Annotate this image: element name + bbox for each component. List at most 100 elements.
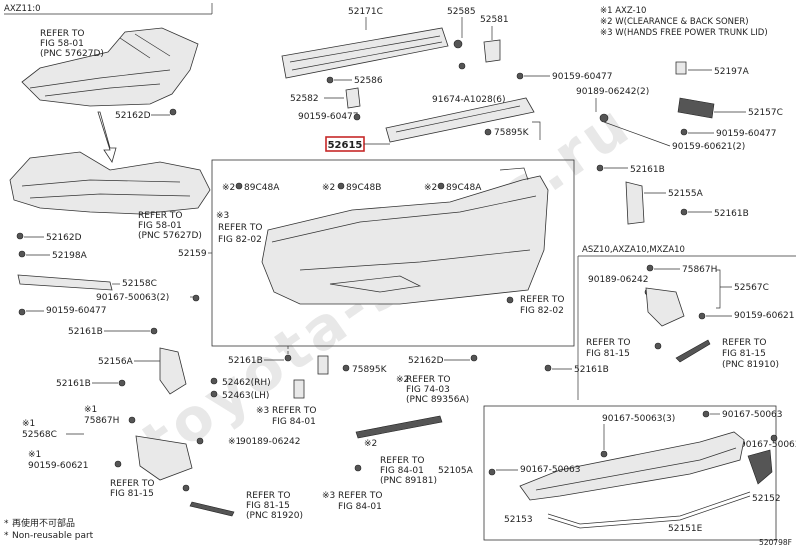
marker-n2-b: ※2: [322, 183, 335, 193]
part-89C48A-b[interactable]: 89C48A: [446, 183, 482, 193]
part-90167-50063-b[interactable]: 90167-50063: [740, 440, 796, 450]
part-52151E[interactable]: 52151E: [668, 524, 703, 534]
part-52463-lh[interactable]: 52463(LH): [222, 391, 269, 401]
bumper-cover-illustration: [261, 167, 549, 305]
svg-text:FIG 82-02: FIG 82-02: [520, 306, 564, 316]
model-label-right-box: ASZ10,AXZA10,MXZA10: [582, 245, 685, 255]
part-89C48B[interactable]: 89C48B: [346, 183, 381, 193]
part-90159-60477-a[interactable]: 90159-60477: [46, 306, 107, 316]
svg-text:FIG 58-01: FIG 58-01: [40, 39, 84, 49]
svg-text:REFER TO: REFER TO: [380, 456, 425, 466]
svg-text:FIG 58-01: FIG 58-01: [138, 221, 182, 231]
note-3: ※3 W(HANDS FREE POWER TRUNK LID): [600, 28, 768, 38]
part-90167-50063-c[interactable]: 90167-50063: [520, 465, 581, 475]
part-52586[interactable]: 52586: [354, 76, 383, 86]
part-52171C[interactable]: 52171C: [348, 7, 383, 17]
svg-text:FIG 81-15: FIG 81-15: [246, 501, 290, 511]
svg-text:REFER TO: REFER TO: [110, 479, 155, 489]
part-91674[interactable]: 91674-A1028(6): [432, 95, 506, 105]
marker-n2-c: ※2: [424, 183, 437, 193]
svg-text:REFER TO: REFER TO: [722, 338, 767, 348]
part-90159-60621-b[interactable]: 90159-60621: [734, 311, 795, 321]
part-52462-rh[interactable]: 52462(RH): [222, 378, 271, 388]
part-90159-60477-d[interactable]: 90159-60477: [716, 129, 777, 139]
ref-fig82-a[interactable]: REFER TO FIG 82-02: [218, 223, 263, 245]
ref-fig74[interactable]: REFER TO FIG 74-03 (PNC 89356A): [406, 375, 469, 405]
part-90189-06242-b[interactable]: 90189-06242: [588, 275, 649, 285]
svg-text:(PNC 57627D): (PNC 57627D): [40, 49, 104, 59]
part-90167-50063-2[interactable]: 90167-50063(2): [96, 293, 169, 303]
part-52161B-c[interactable]: 52161B: [630, 165, 665, 175]
ref-fig84-c[interactable]: REFER TO FIG 84-01: [338, 491, 383, 512]
svg-text:REFER TO: REFER TO: [138, 211, 183, 221]
figure-number: 520798F: [759, 538, 792, 547]
part-52161B-e[interactable]: 52161B: [228, 356, 263, 366]
marker-n3-a: ※3: [216, 211, 229, 221]
part-52161B-a[interactable]: 52161B: [68, 327, 103, 337]
part-52158C[interactable]: 52158C: [122, 279, 157, 289]
ref-fig81-a[interactable]: REFER TO FIG 81-15: [586, 338, 631, 359]
part-52615-highlight[interactable]: 52615: [328, 140, 363, 151]
ref-fig58-b[interactable]: REFER TO FIG 58-01 (PNC 57627D): [138, 211, 202, 241]
part-52161B-d[interactable]: 52161B: [714, 209, 749, 219]
model-label-top-left: AXZ11:0: [4, 4, 41, 14]
part-52581[interactable]: 52581: [480, 15, 509, 25]
part-52585[interactable]: 52585: [447, 7, 476, 17]
svg-text:FIG 84-01: FIG 84-01: [338, 502, 382, 512]
part-90159-60621-a[interactable]: 90159-60621: [28, 461, 89, 471]
part-52162D-b[interactable]: 52162D: [46, 233, 82, 243]
ref-fig84-b[interactable]: REFER TO FIG 84-01 (PNC 89181): [380, 456, 437, 486]
part-75895K-b[interactable]: 75895K: [352, 365, 388, 375]
footer-reuse-en: Non-reusable part: [12, 531, 94, 541]
part-52162D-c[interactable]: 52162D: [408, 356, 444, 366]
footer-reuse-mark: *: [4, 519, 9, 529]
part-75895K-a[interactable]: 75895K: [494, 128, 530, 138]
part-52155A[interactable]: 52155A: [668, 189, 704, 199]
ref-fig81-d[interactable]: REFER TO FIG 81-15 (PNC 81920): [246, 491, 303, 521]
part-52153[interactable]: 52153: [504, 515, 533, 525]
part-52197A[interactable]: 52197A: [714, 67, 750, 77]
marker-n2-a: ※2: [222, 183, 235, 193]
svg-text:REFER TO: REFER TO: [218, 223, 263, 233]
part-52161B-f[interactable]: 52161B: [574, 365, 609, 375]
part-52105A[interactable]: 52105A: [438, 466, 474, 476]
part-52567C[interactable]: 52567C: [734, 283, 769, 293]
part-52159[interactable]: 52159: [178, 249, 207, 259]
svg-text:(PNC 89356A): (PNC 89356A): [406, 395, 469, 405]
part-90189-06242-a[interactable]: 90189-06242: [240, 437, 301, 447]
svg-text:REFER TO: REFER TO: [338, 491, 383, 501]
marker-n1-d: ※1: [228, 437, 241, 447]
part-90167-50063-3[interactable]: 90167-50063(3): [602, 414, 675, 424]
note-2: ※2 W(CLEARANCE & BACK SONER): [600, 17, 749, 27]
svg-text:FIG 74-03: FIG 74-03: [406, 385, 450, 395]
ref-fig84-a[interactable]: REFER TO FIG 84-01: [272, 406, 317, 427]
svg-text:(PNC 81920): (PNC 81920): [246, 511, 303, 521]
part-52156A[interactable]: 52156A: [98, 357, 134, 367]
svg-text:FIG 84-01: FIG 84-01: [380, 466, 424, 476]
ref-fig81-b[interactable]: REFER TO FIG 81-15 (PNC 81910): [722, 338, 779, 370]
part-75867H-a[interactable]: 75867H: [84, 416, 119, 426]
ref-fig81-c[interactable]: REFER TO FIG 81-15: [110, 479, 155, 499]
part-52568C[interactable]: 52568C: [22, 430, 57, 440]
under-cover-illustration-lower: [9, 151, 211, 215]
ref-fig82-b[interactable]: REFER TO FIG 82-02: [520, 295, 565, 316]
part-89C48A-a[interactable]: 89C48A: [244, 183, 280, 193]
ref-fig58-a[interactable]: REFER TO FIG 58-01 (PNC 57627D): [40, 29, 104, 59]
part-90159-60477-c[interactable]: 90159-60477: [298, 112, 359, 122]
svg-text:REFER TO: REFER TO: [272, 406, 317, 416]
part-52161B-b[interactable]: 52161B: [56, 379, 91, 389]
svg-text:REFER TO: REFER TO: [246, 491, 291, 501]
part-52582[interactable]: 52582: [290, 94, 319, 104]
part-52198A[interactable]: 52198A: [52, 251, 88, 261]
part-90189-06242-2[interactable]: 90189-06242(2): [576, 87, 649, 97]
part-52162D-a[interactable]: 52162D: [115, 111, 151, 121]
marker-n1-a: ※1: [84, 405, 97, 415]
part-90159-60477-b[interactable]: 90159-60477: [552, 72, 613, 82]
part-52152[interactable]: 52152: [752, 494, 781, 504]
part-90167-50063-a[interactable]: 90167-50063: [722, 410, 783, 420]
part-75867H-b[interactable]: 75867H: [682, 265, 717, 275]
part-90159-60621-2[interactable]: 90159-60621(2): [672, 142, 745, 152]
svg-text:(PNC 89181): (PNC 89181): [380, 476, 437, 486]
svg-text:REFER TO: REFER TO: [520, 295, 565, 305]
part-52157C[interactable]: 52157C: [748, 108, 783, 118]
